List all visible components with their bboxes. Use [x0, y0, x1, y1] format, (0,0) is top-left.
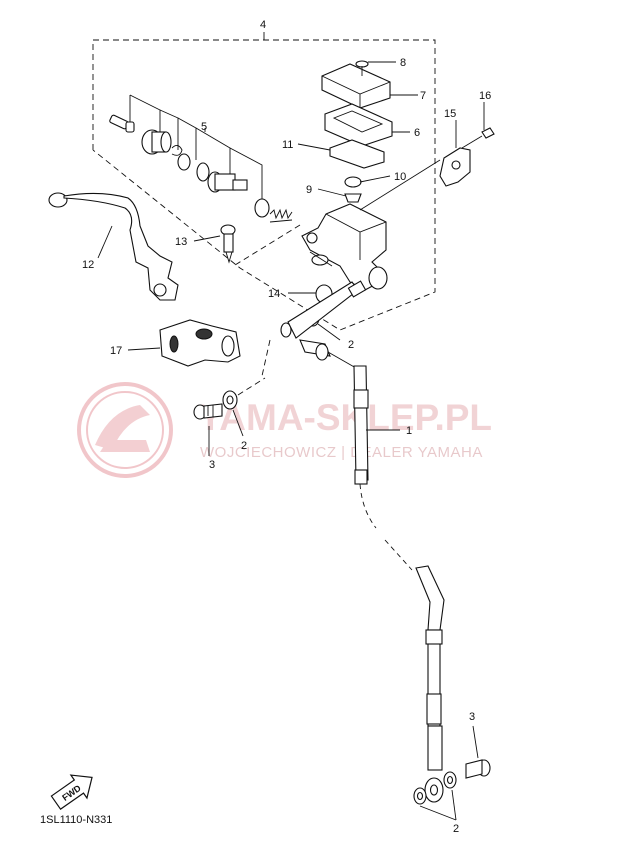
callout-12: 12: [82, 259, 94, 271]
part-8-screw: [355, 60, 396, 76]
part-13-pivot-bolt: [193, 224, 236, 264]
part-2-washers-bottom: [413, 771, 457, 821]
watermark: YAMA-SKLEP.PL WOJCIECHOWICZ | DEALER YAM…: [77, 382, 492, 478]
assembly-4-boundary: [92, 32, 436, 331]
callout-6: 6: [414, 127, 420, 139]
master-cylinder-body: [234, 203, 388, 291]
callout-1: 1: [406, 425, 412, 437]
callout-8: 8: [400, 57, 406, 69]
hose-upper-fitting: [261, 280, 367, 377]
watermark-logo: [77, 382, 173, 478]
part-9-10-float-and-protector: [317, 175, 391, 203]
callout-17: 17: [110, 345, 122, 357]
callout-5: 5: [201, 121, 207, 133]
part-7-reservoir-cap: [321, 63, 418, 109]
part-1-brake-hose: [353, 365, 445, 803]
callout-2-bottom: 2: [453, 823, 459, 835]
callout-4: 4: [260, 19, 266, 31]
watermark-subtitle: WOJCIECHOWICZ | DEALER YAMAHA: [200, 444, 483, 461]
callout-15: 15: [444, 108, 456, 120]
callout-14: 14: [268, 288, 280, 300]
callout-3-left: 3: [209, 459, 215, 471]
part-5-piston-kit: [109, 94, 293, 223]
part-3-union-bolt-bottom: [465, 725, 491, 779]
part-6-diaphragm-plate: [324, 103, 410, 147]
part-3-union-bolt-left: [193, 403, 223, 456]
callout-2-left: 2: [241, 440, 247, 452]
diagram-code: 1SL1110-N331: [40, 814, 112, 826]
part-17-holder-clamp: [127, 319, 241, 367]
part-16-bolt: [461, 102, 495, 149]
part-11-diaphragm: [297, 139, 385, 169]
callout-10: 10: [394, 171, 406, 183]
callout-11: 11: [282, 139, 293, 151]
part-2-washer-left: [222, 377, 266, 437]
part-15-holder: [359, 120, 471, 211]
callout-16: 16: [479, 90, 491, 102]
callout-2-top: 2: [348, 339, 354, 351]
callout-3-bottom: 3: [469, 711, 475, 723]
part-12-lever: [48, 192, 179, 301]
callout-9: 9: [306, 184, 312, 196]
watermark-title: YAMA-SKLEP.PL: [198, 397, 492, 438]
fwd-arrow-icon: FWD: [50, 774, 93, 811]
callout-7: 7: [420, 90, 426, 102]
callout-numbers: 4 8 7 16 15 5 6 11 10 9 13 12 14 2 17 1 …: [82, 19, 491, 835]
callout-13: 13: [175, 236, 187, 248]
